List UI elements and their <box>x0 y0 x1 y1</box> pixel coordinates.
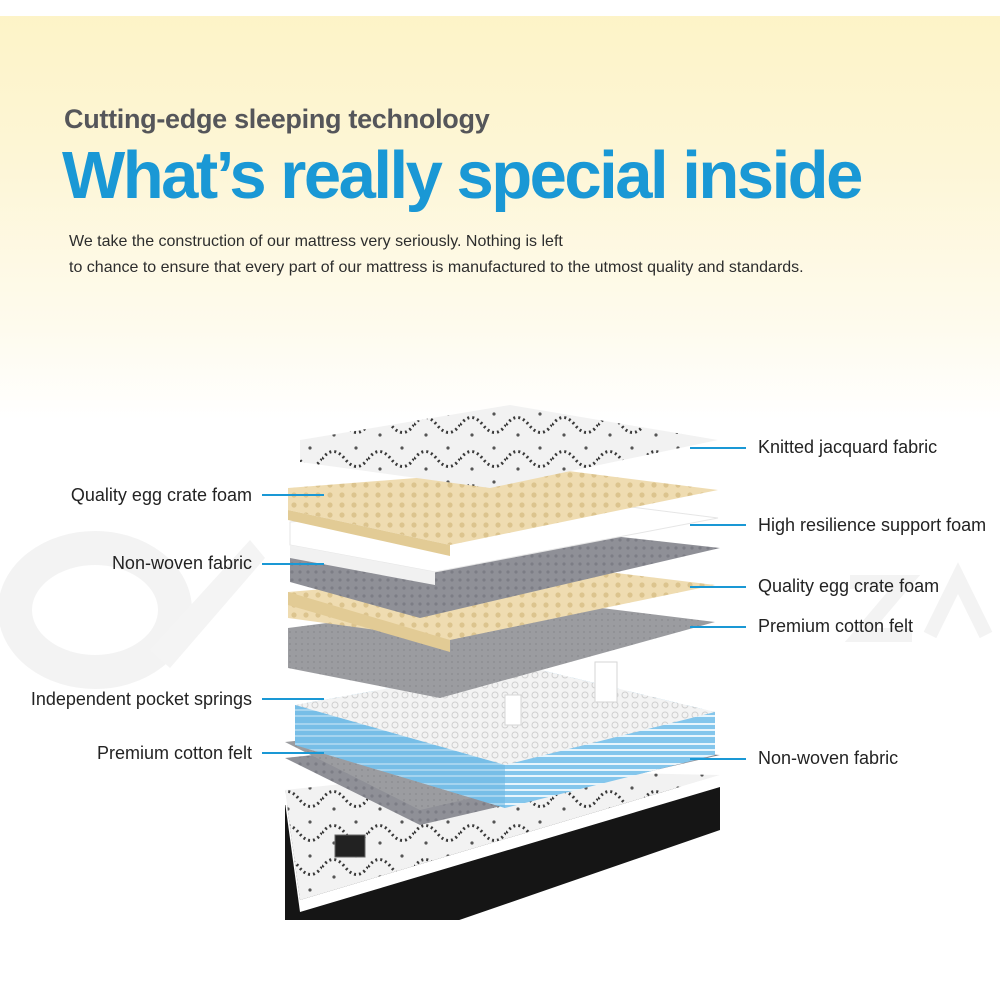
label-right-hr-foam: High resilience support foam <box>758 515 987 535</box>
brand-tag <box>334 834 366 858</box>
layer-knitted-jacquard-fabric <box>300 405 718 488</box>
leader-right-jacquard <box>690 447 746 449</box>
label-right-non-woven-fabric: Non-woven fabric <box>758 748 899 768</box>
layer-egg-crate-foam-top <box>288 468 718 556</box>
label-left-non-woven-fabric: Non-woven fabric <box>111 553 252 573</box>
leader-right-hr-foam <box>690 524 746 526</box>
label-left-pocket-springs: Independent pocket springs <box>30 689 252 709</box>
leader-left-egg-crate-foam <box>262 494 324 496</box>
brand-watermark <box>0 531 993 689</box>
leader-right-egg-crate-foam <box>690 586 746 588</box>
leader-right-non-woven-fabric <box>690 758 746 760</box>
intro-paragraph: We take the construction of our mattress… <box>69 229 949 281</box>
intro-line-1: We take the construction of our mattress… <box>69 233 563 250</box>
leader-left-cotton-felt <box>262 752 324 754</box>
label-left-egg-crate-foam: Quality egg crate foam <box>70 485 252 505</box>
label-right-egg-crate-foam: Quality egg crate foam <box>758 576 940 596</box>
page-title: What’s really special inside <box>62 138 863 213</box>
kicker-text: Cutting-edge sleeping technology <box>64 104 490 134</box>
leader-left-pocket-springs <box>262 698 324 700</box>
leader-left-non-woven-fabric <box>262 563 324 565</box>
label-left-cotton-felt: Premium cotton felt <box>96 743 252 763</box>
top-band <box>0 0 1000 16</box>
leader-right-cotton-felt <box>690 626 746 628</box>
label-right-cotton-felt: Premium cotton felt <box>758 616 914 636</box>
mattress-layers-diagram <box>285 405 720 920</box>
label-right-jacquard: Knitted jacquard fabric <box>758 437 938 457</box>
intro-line-2: to chance to ensure that every part of o… <box>69 259 804 276</box>
